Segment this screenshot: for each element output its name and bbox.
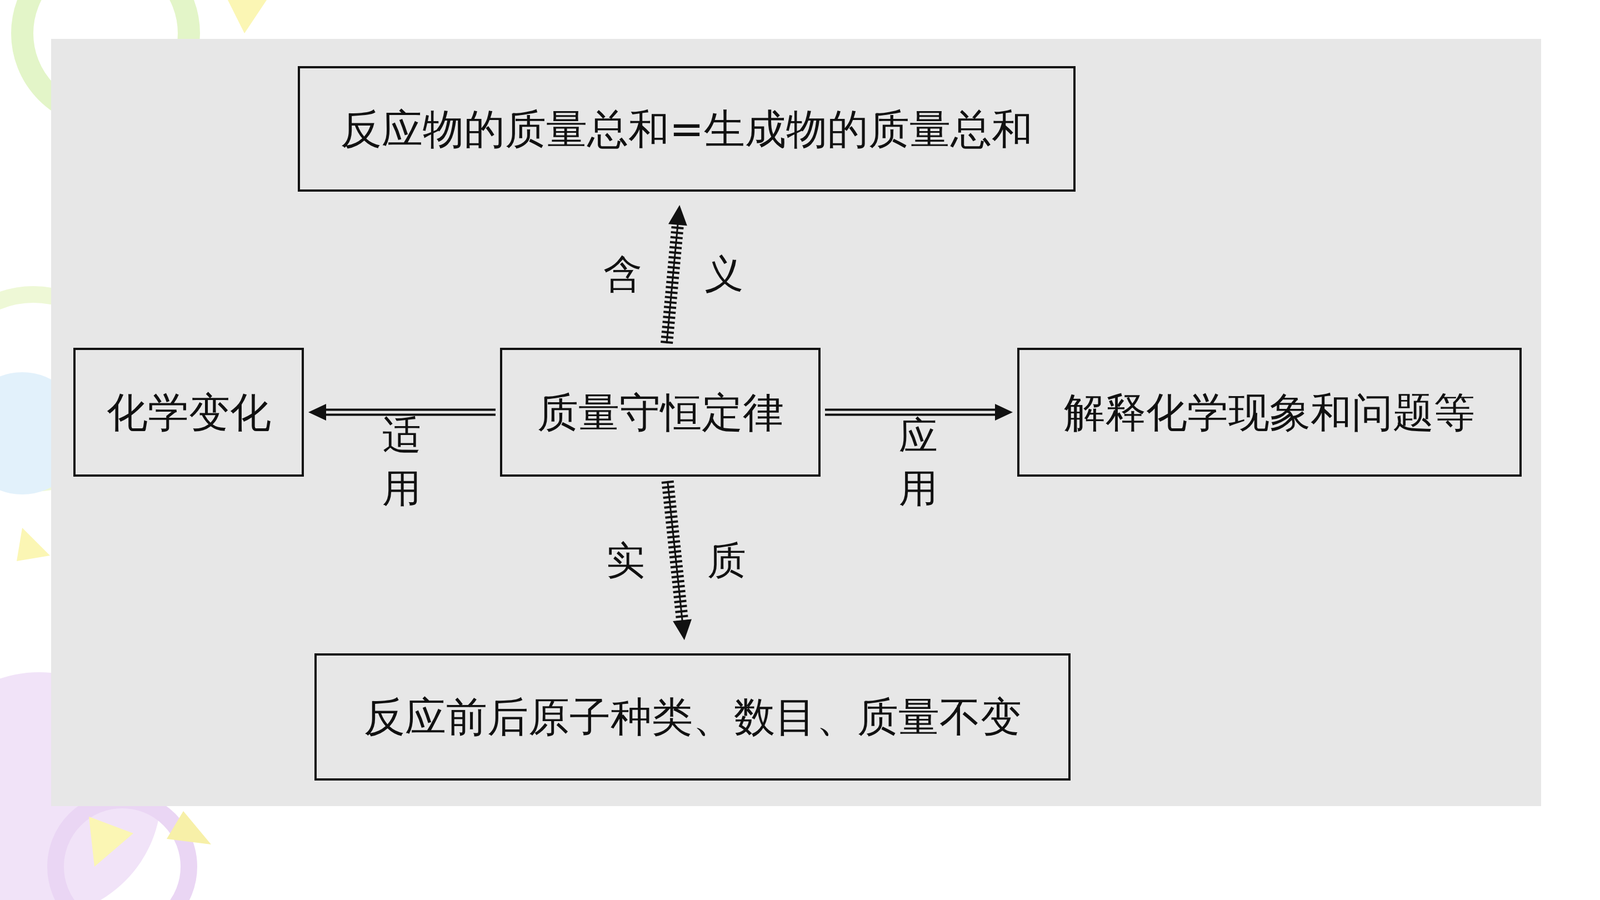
decor-triangle: [88, 816, 134, 867]
box-text: 解释化学现象和问题等: [1063, 387, 1475, 438]
process-box: 质量守恒定律: [500, 347, 821, 477]
decor-triangle: [227, 0, 267, 34]
edge-label: 应用: [899, 325, 939, 499]
process-box: 解释化学现象和问题等: [1017, 347, 1522, 477]
arrow-head: [995, 403, 1013, 421]
decor-triangle: [16, 527, 50, 562]
edge-label: 含义: [541, 254, 806, 294]
panel: [51, 38, 1542, 807]
edge-label: 实质: [543, 541, 809, 580]
process-box: 反应物的质量总和=生成物的质量总和: [297, 66, 1076, 192]
process-box: 反应前后原子种类、数目、质量不变: [314, 653, 1071, 781]
decor-triangle: [166, 811, 212, 845]
arrow-head: [308, 403, 327, 421]
arrow-head: [672, 619, 692, 641]
box-text: 质量守恒定律: [537, 387, 784, 438]
box-text: 反应前后原子种类、数目、质量不变: [363, 692, 1022, 742]
process-box: 化学变化: [73, 347, 304, 477]
decor-swirl: [55, 800, 189, 900]
box-text: 化学变化: [106, 387, 272, 438]
box-text: 反应物的质量总和=生成物的质量总和: [340, 104, 1033, 154]
edge-label: 适用: [382, 325, 422, 499]
arrow-head: [668, 205, 688, 226]
